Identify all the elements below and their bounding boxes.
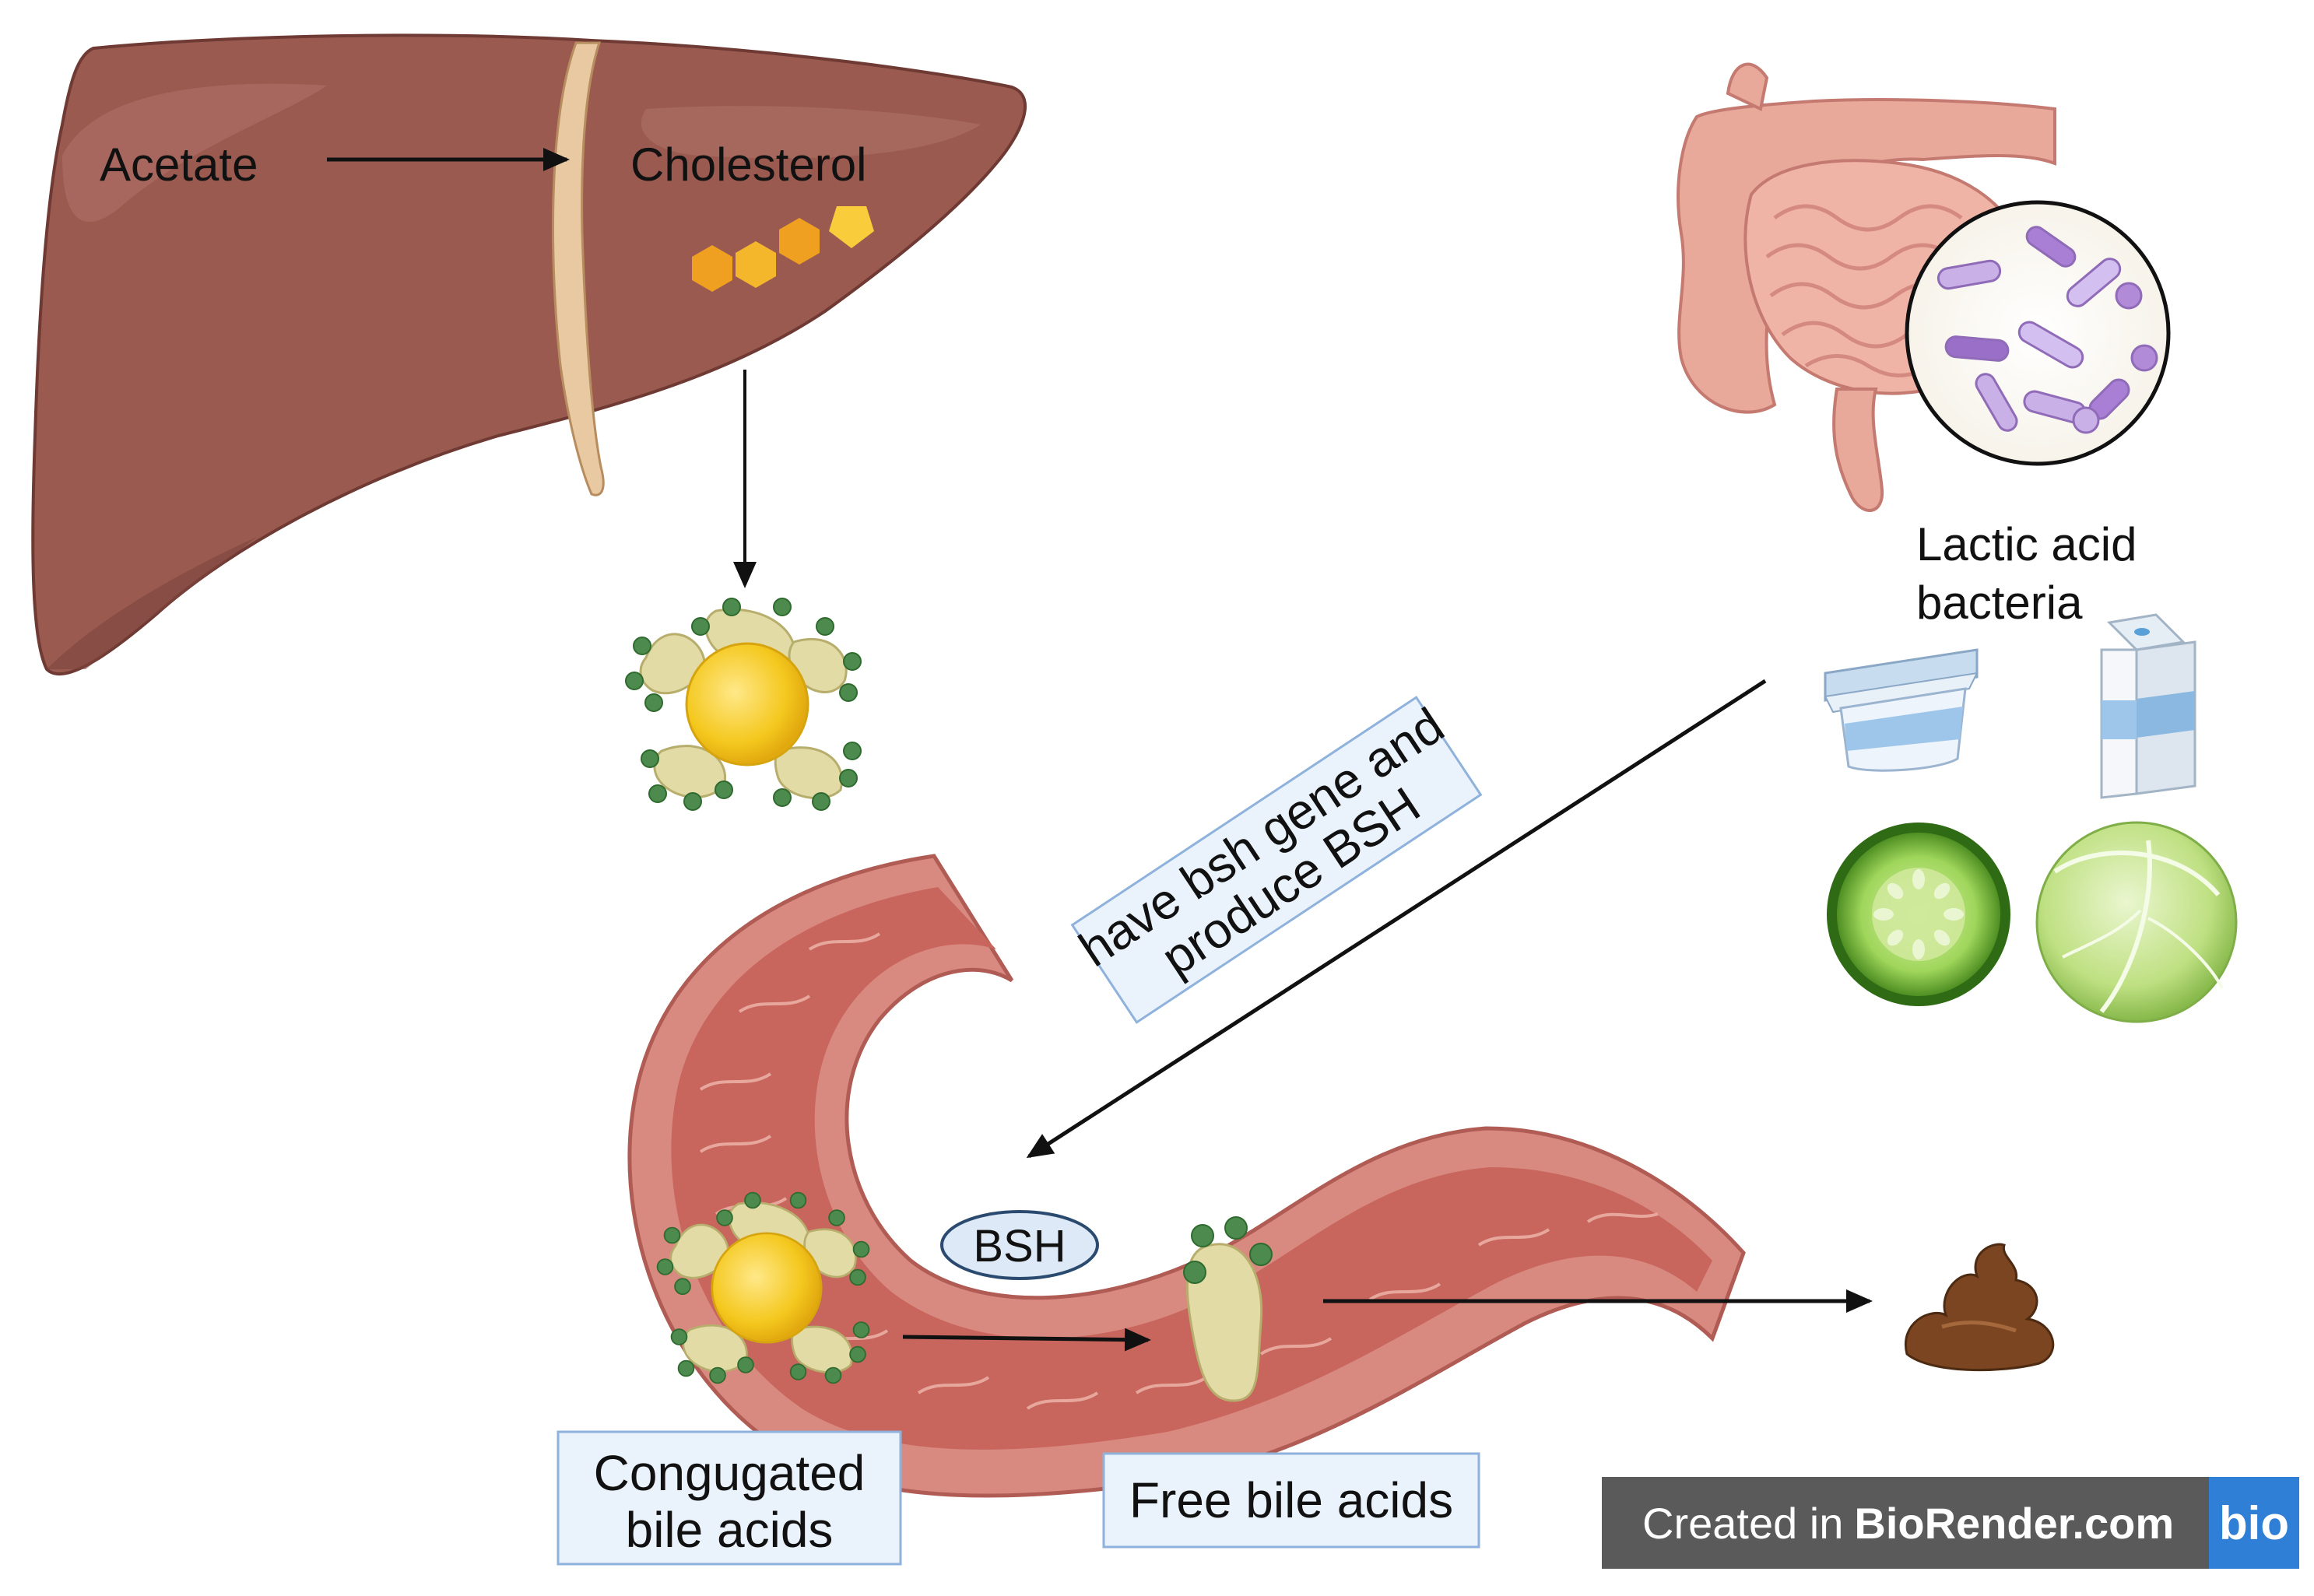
bsh-label: BSH xyxy=(973,1221,1066,1272)
biorender-badge-text: Created in BioRender.com xyxy=(1602,1477,2209,1569)
milk-carton-icon xyxy=(2100,613,2196,799)
acetate-label: Acetate xyxy=(100,139,258,191)
bile-acid-micelle-icon xyxy=(624,597,862,812)
bsh-enzyme-badge: BSH xyxy=(940,1210,1099,1280)
cabbage-icon xyxy=(2035,821,2238,1023)
free-bile-acids-label: Free bile acids xyxy=(1129,1472,1453,1528)
biorender-logo-icon: bio xyxy=(2209,1477,2299,1569)
conjugated-bile-acids-box: Congugated bile acids xyxy=(557,1430,902,1566)
cholesterol-molecule-icon xyxy=(692,206,874,292)
cholesterol-label: Cholesterol xyxy=(630,139,867,191)
bsh-gene-box: have bsh gene and produce BSH xyxy=(1069,696,1483,1024)
cucumber-icon xyxy=(1827,823,2010,1006)
stool-icon xyxy=(1904,1243,2055,1372)
conjugated-line2: bile acids xyxy=(626,1502,834,1558)
yogurt-icon xyxy=(1824,648,1979,772)
badge-prefix: Created in xyxy=(1642,1498,1844,1548)
liver-icon xyxy=(31,33,1027,676)
lab-label-line2: bacteria xyxy=(1916,577,2083,629)
badge-brand: BioRender.com xyxy=(1854,1498,2175,1548)
deconjugation-arrow xyxy=(902,1328,1151,1352)
free-bile-acids-box: Free bile acids xyxy=(1102,1452,1480,1549)
free-bile-acid-icon xyxy=(1183,1216,1273,1402)
biorender-badge: Created in BioRender.com bio xyxy=(1602,1477,2299,1569)
bacteria-magnifier-icon xyxy=(1905,200,2171,466)
conjugated-line1: Congugated xyxy=(594,1445,866,1501)
lab-label-line1: Lactic acid xyxy=(1916,518,2137,570)
lab-to-gut-arrow xyxy=(1026,679,1767,1159)
